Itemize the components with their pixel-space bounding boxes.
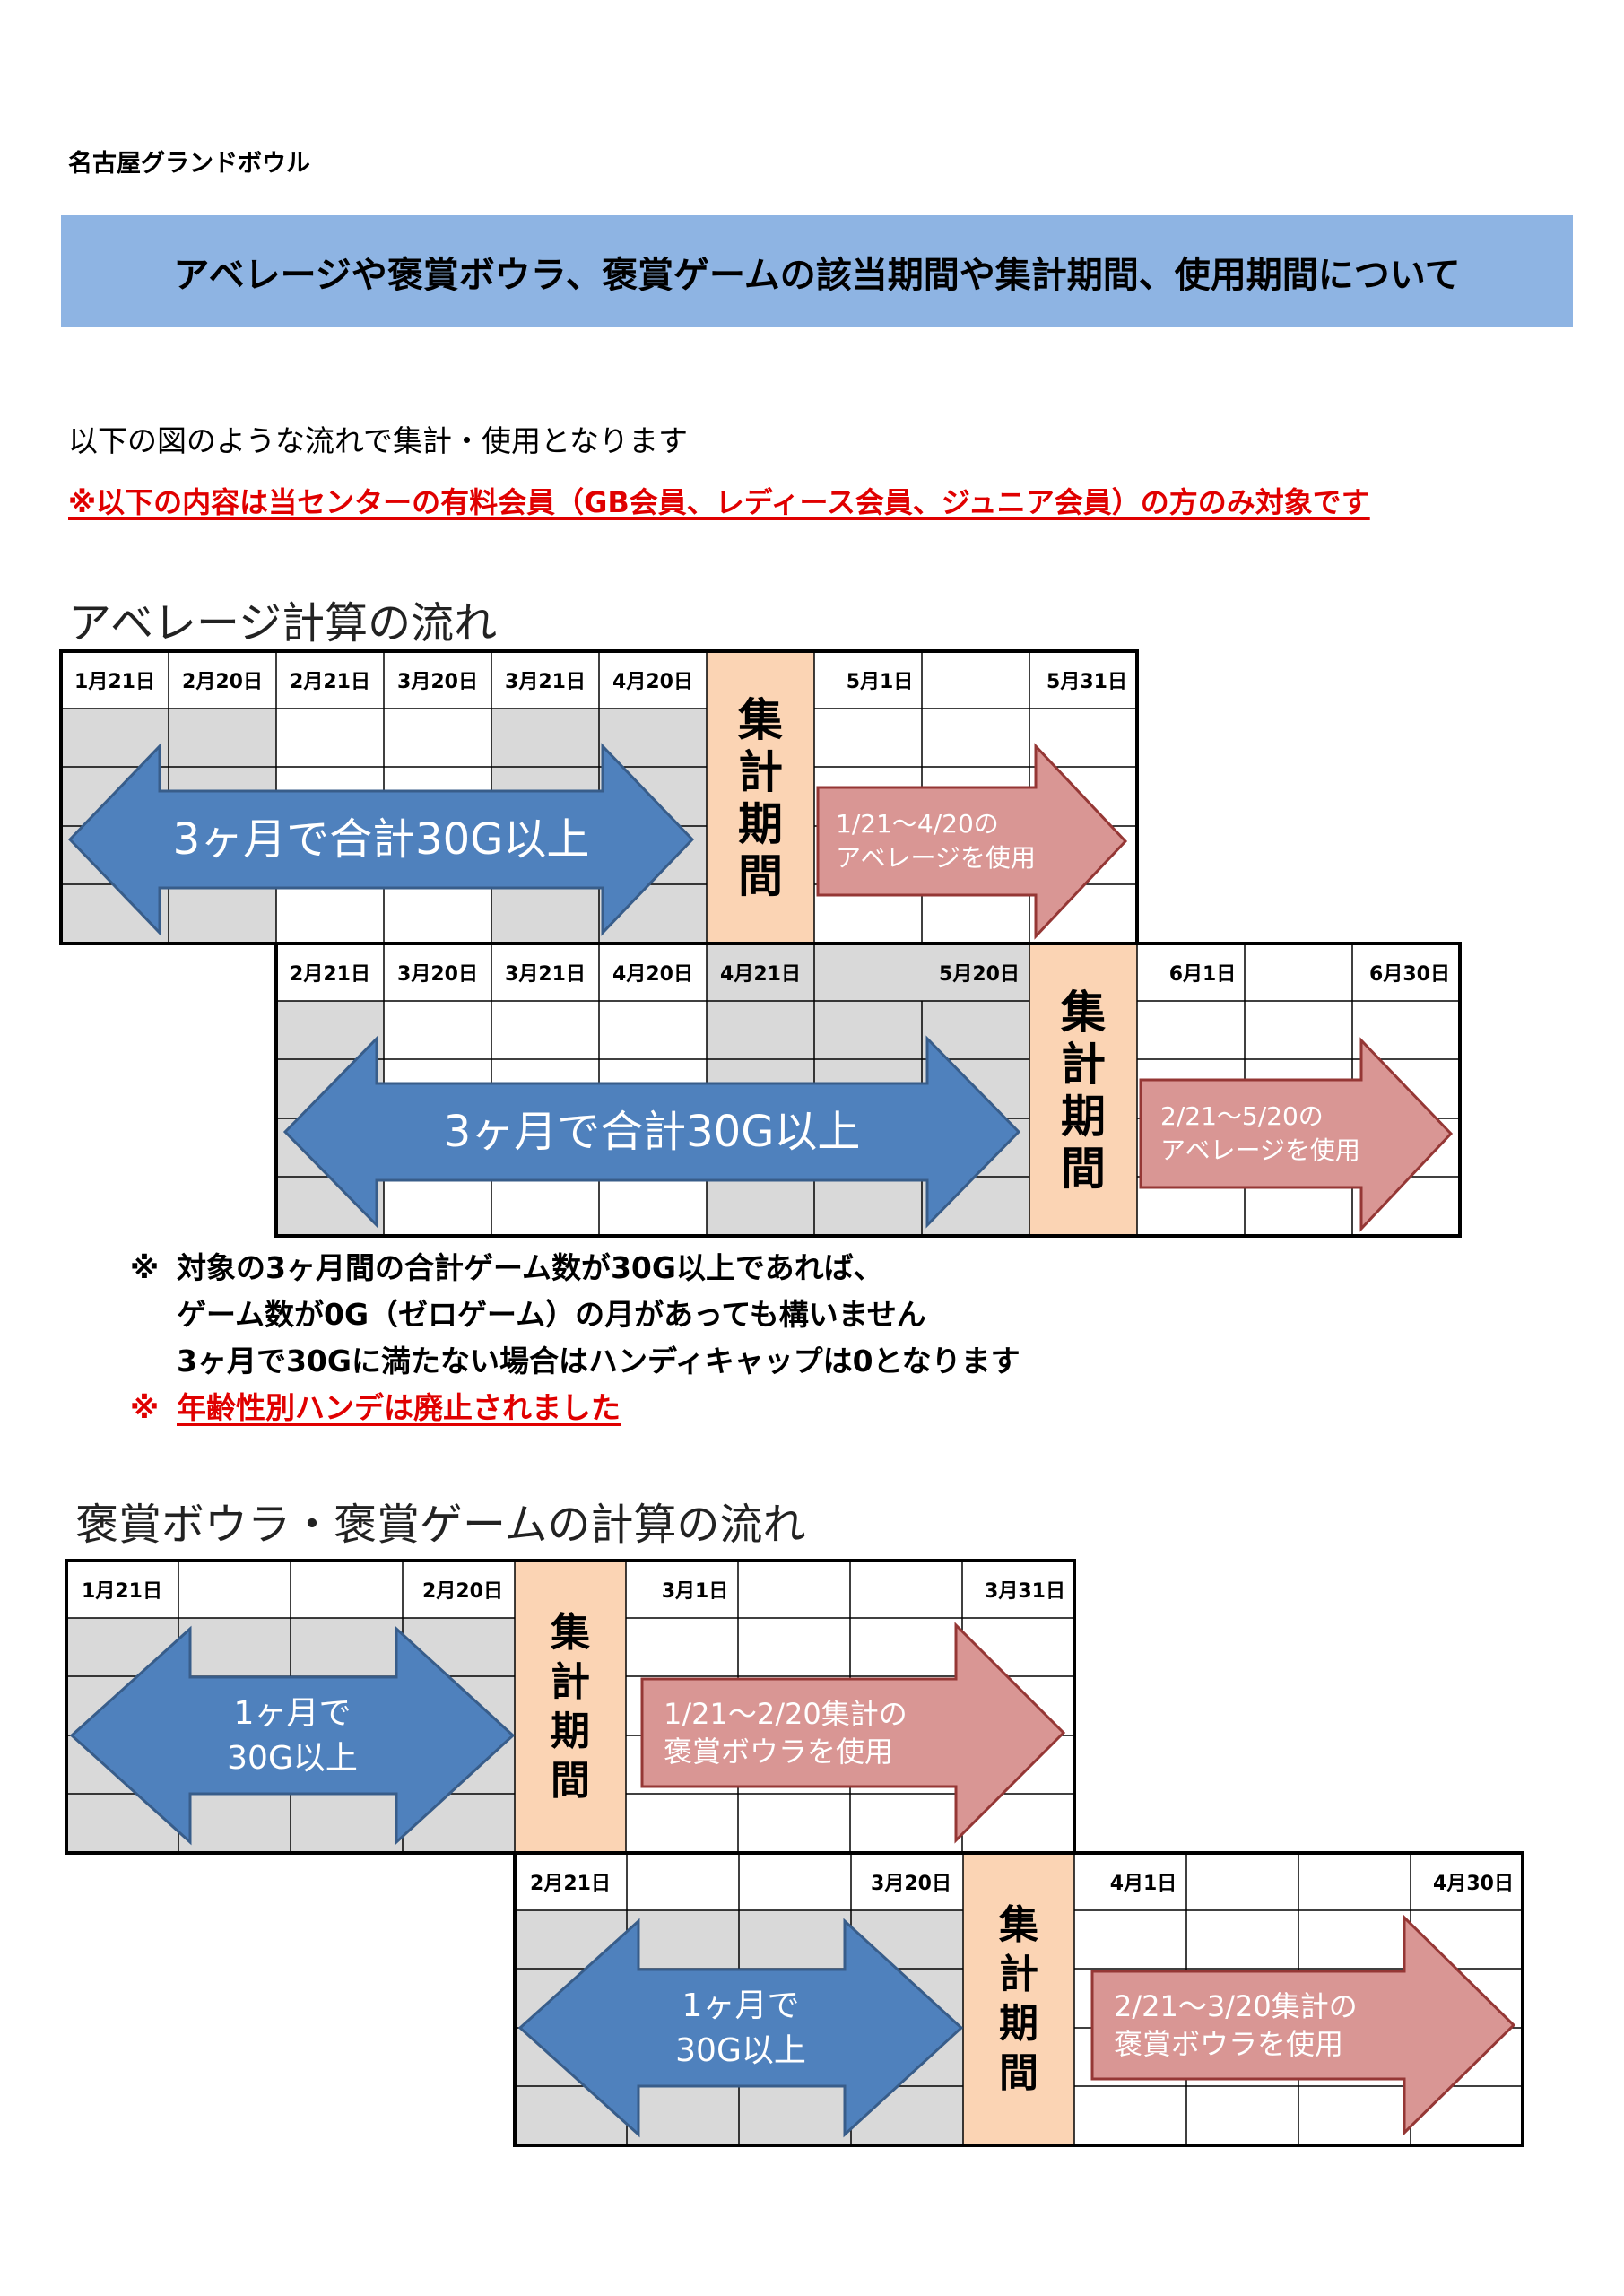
header-cell: 5月31日	[1046, 671, 1127, 693]
note-text: ゲーム数が0G（ゼロゲーム）の月があっても構いません	[177, 1297, 926, 1332]
period-char: 集	[998, 1902, 1038, 1948]
period-char: 集	[550, 1610, 590, 1656]
double-arrow-icon	[69, 1625, 516, 1846]
header-cell: 4月20日	[612, 671, 693, 693]
arrow-label-line: 1ヶ月で	[682, 1987, 800, 2024]
header-cell: 2月20日	[422, 1580, 503, 1603]
header-cell: 2月21日	[290, 963, 370, 986]
header-cell: 3月20日	[871, 1873, 951, 1895]
aggregation-period-column	[963, 1853, 1074, 2145]
header-cell: 5月20日	[939, 963, 1020, 986]
period-char: 期	[738, 798, 783, 850]
usage-label-line: 1/21～2/20集計の	[664, 1697, 908, 1731]
average-notes: ※ 対象の3ヶ月間の合計ゲーム数が30G以上であれば、 ゲーム数が0G（ゼロゲーム…	[130, 1245, 1020, 1431]
note-text: 年齢性別ハンデは廃止されました	[177, 1390, 621, 1425]
right-arrow-icon	[1090, 1914, 1516, 2136]
aggregation-period-column	[515, 1561, 626, 1853]
note-text: 3ヶ月で30Gに満たない場合はハンディキャップは0となります	[177, 1344, 1020, 1378]
header-cell: 6月30日	[1369, 963, 1450, 986]
period-char: 間	[738, 850, 783, 902]
header-cell: 4月21日	[720, 963, 801, 986]
aggregation-period-column	[707, 651, 814, 944]
header-cell: 3月21日	[505, 671, 586, 693]
period-char: 計	[999, 1952, 1038, 1997]
usage-label-line: 2/21～5/20の	[1160, 1101, 1324, 1131]
arrow-label: 3ヶ月で合計30G以上	[173, 814, 590, 865]
note-line: 3ヶ月で30Gに満たない場合はハンディキャップは0となります	[130, 1338, 1020, 1385]
period-char: 間	[1061, 1143, 1106, 1195]
average-diagram-1: 1月21日 2月20日 2月21日 3月20日 3月21日 4月20日 5月1日…	[59, 649, 1139, 945]
award-diagram-2: 2月21日 3月20日 4月1日 4月30日 集 計 期 間 1ヶ月で 30G以…	[513, 1851, 1524, 2147]
header-cell: 3月20日	[397, 963, 478, 986]
right-arrow-icon	[816, 743, 1128, 940]
period-char: 計	[1061, 1039, 1106, 1091]
header-cell: 1月21日	[74, 671, 155, 693]
header-cell: 3月31日	[985, 1580, 1065, 1603]
note-mark: ※	[130, 1250, 160, 1285]
usage-label-line: 1/21～4/20の	[836, 809, 999, 839]
period-char: 計	[738, 746, 783, 798]
arrow-label-line: 30G以上	[227, 1740, 358, 1777]
header-cell: 4月1日	[1110, 1873, 1177, 1895]
header-cell: 4月20日	[612, 963, 693, 986]
period-char: 間	[999, 2050, 1038, 2096]
header-cell: 3月1日	[662, 1580, 729, 1603]
header-cell: 1月21日	[82, 1580, 162, 1603]
header-cell: 5月1日	[847, 671, 914, 693]
award-section-heading: 褒賞ボウラ・褒賞ゲームの計算の流れ	[75, 1500, 806, 1550]
header-cell: 2月21日	[530, 1873, 611, 1895]
usage-label-line: アベレージを使用	[836, 843, 1036, 873]
intro-text: 以下の図のような流れで集計・使用となります	[68, 423, 689, 458]
header-cell: 2月21日	[290, 671, 370, 693]
period-char: 集	[1060, 987, 1106, 1039]
right-arrow-icon	[1139, 1037, 1454, 1232]
usage-label-line: 2/21～3/20集計の	[1114, 1989, 1358, 2023]
header-cell: 3月21日	[505, 963, 586, 986]
period-char: 期	[999, 2001, 1038, 2047]
member-warning: ※以下の内容は当センターの有料会員（GB会員、レディース会員、ジュニア会員）の方…	[68, 485, 1370, 519]
aggregation-period-column	[1029, 944, 1137, 1236]
note-line: ※ 対象の3ヶ月間の合計ゲーム数が30G以上であれば、	[130, 1245, 1020, 1292]
period-char: 期	[551, 1709, 590, 1754]
usage-label-line: アベレージを使用	[1160, 1135, 1360, 1165]
note-text: 対象の3ヶ月間の合計ゲーム数が30G以上であれば、	[177, 1250, 883, 1285]
period-char: 集	[737, 694, 783, 746]
usage-label-line: 褒賞ボウラを使用	[1114, 2027, 1343, 2061]
period-char: 間	[551, 1758, 590, 1804]
header-cell: 6月1日	[1169, 963, 1237, 986]
period-char: 期	[1061, 1091, 1106, 1143]
note-line-abolished: ※ 年齢性別ハンデは廃止されました	[130, 1385, 1020, 1431]
award-diagram-1: 1月21日 2月20日 3月1日 3月31日 集 計 期 間 1ヶ月で 30G以…	[65, 1559, 1076, 1855]
average-diagram-2: 2月21日 3月20日 3月21日 4月20日 4月21日 5月20日 6月1日…	[274, 942, 1462, 1238]
double-arrow-icon	[282, 1035, 1021, 1229]
right-arrow-icon	[640, 1622, 1066, 1844]
header-cell: 4月30日	[1433, 1873, 1514, 1895]
usage-label-line: 褒賞ボウラを使用	[664, 1735, 893, 1769]
double-arrow-icon	[517, 1918, 964, 2138]
header-cell: 3月20日	[397, 671, 478, 693]
note-line: ゲーム数が0G（ゼロゲーム）の月があっても構いません	[130, 1292, 1020, 1338]
note-mark: ※	[130, 1390, 160, 1425]
store-name: 名古屋グランドボウル	[68, 150, 310, 178]
period-char: 計	[551, 1659, 590, 1705]
arrow-label-line: 1ヶ月で	[234, 1695, 352, 1732]
header-cell: 2月20日	[182, 671, 263, 693]
page-title: アベレージや褒賞ボウラ、褒賞ゲームの該当期間や集計期間、使用期間について	[61, 215, 1573, 327]
arrow-label: 3ヶ月で合計30G以上	[444, 1107, 861, 1157]
double-arrow-icon	[67, 743, 695, 936]
arrow-label-line: 30G以上	[675, 2032, 806, 2069]
average-section-heading: アベレージ計算の流れ	[68, 598, 498, 648]
